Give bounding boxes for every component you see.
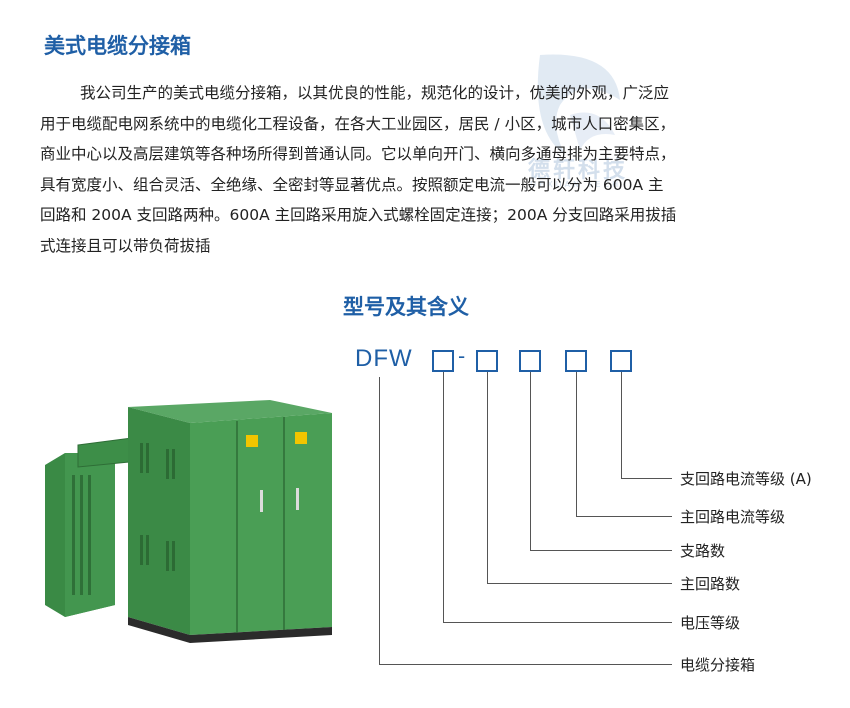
watermark-subtext: DEXUAN TECH	[530, 180, 622, 189]
watermark-text: 德轩科技	[528, 158, 629, 183]
leader-line	[487, 372, 672, 584]
label-main-current: 主回路电流等级	[680, 508, 786, 526]
model-code-box	[519, 350, 541, 372]
label-main-count: 主回路数	[680, 575, 741, 593]
model-code-box	[432, 350, 454, 372]
leader-line	[530, 372, 672, 551]
cable-branch-box-image	[45, 400, 332, 643]
leader-line	[621, 372, 672, 479]
warning-sign-icon	[246, 435, 258, 447]
watermark-logo-icon	[537, 54, 620, 155]
page-title: 美式电缆分接箱	[44, 34, 191, 58]
model-code-box	[565, 350, 587, 372]
label-branch-count: 支路数	[680, 542, 726, 560]
paragraph-line: 回路和 200A 支回路两种。600A 主回路采用旋入式螺栓固定连接；200A …	[40, 206, 677, 224]
model-dash: -	[458, 344, 466, 368]
paragraph-line: 用于电缆配电网系统中的电缆化工程设备，在各大工业园区，居民 / 小区，城市人口密…	[40, 114, 676, 133]
leader-line	[379, 377, 672, 665]
model-section-title: 型号及其含义	[343, 295, 469, 319]
paragraph-line: 具有宽度小、组合灵活、全绝缘、全密封等显著优点。按照额定电流一般可以分为 600…	[40, 175, 664, 194]
model-code-box	[476, 350, 498, 372]
model-code-box	[610, 350, 632, 372]
paragraph-line: 我公司生产的美式电缆分接箱，以其优良的性能，规范化的设计，优美的外观，广泛应	[80, 84, 670, 102]
paragraph-line: 式连接且可以带负荷拔插	[40, 236, 211, 255]
description-paragraph: 我公司生产的美式电缆分接箱，以其优良的性能，规范化的设计，优美的外观，广泛应 用…	[40, 78, 820, 261]
warning-sign-icon	[295, 432, 307, 444]
door-handle-icon	[260, 490, 263, 512]
label-voltage-level: 电压等级	[680, 614, 741, 632]
paragraph-line: 商业中心以及高层建筑等各种场所得到普通认同。它以单向开门、横向多通母排为主要特点…	[40, 145, 676, 163]
leader-line	[443, 372, 672, 623]
door-handle-icon	[296, 488, 299, 510]
leader-line	[576, 372, 672, 517]
model-prefix: DFW	[355, 345, 413, 372]
label-cable-box: 电缆分接箱	[680, 656, 756, 674]
label-branch-current: 支回路电流等级 (A)	[680, 470, 812, 488]
